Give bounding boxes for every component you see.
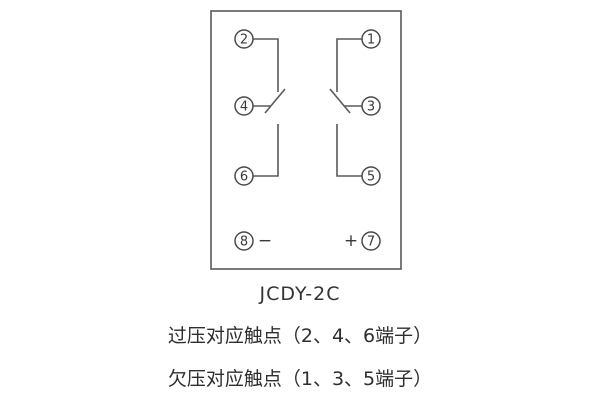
terminal-6-circle [234,166,254,186]
relay-case-outline [210,10,402,270]
wire-terminal-2 [253,38,279,92]
model-label: JCDY-2C [259,283,341,305]
terminal-5-circle [361,166,381,186]
terminal-1-number: 1 [367,33,375,48]
contact-group-left [253,38,286,177]
terminal-4-circle [234,96,254,116]
contact-armature-right [329,88,351,114]
contact-group-right [329,38,362,177]
terminal-5: 5 [361,166,381,186]
terminal-5-number: 5 [367,170,375,185]
terminal-7: 7 [361,231,381,251]
minus-sign: − [258,231,272,251]
relay-diagram: 2 4 6 1 3 5 8 − + [210,10,402,270]
terminal-1-circle [361,29,381,49]
terminal-4-number: 4 [240,100,248,115]
terminal-7-circle [361,231,381,251]
terminal-2-circle [234,29,254,49]
terminal-3-circle [361,96,381,116]
terminal-1: 1 [361,29,381,49]
wire-terminal-6 [253,124,279,177]
plus-sign: + [344,231,358,251]
terminal-4: 4 [234,96,254,116]
undervoltage-contacts-caption: 欠压对应触点（1、3、5端子） [167,368,433,390]
terminal-2-number: 2 [240,33,248,48]
overvoltage-contacts-caption: 过压对应触点（2、4、6端子） [167,325,433,347]
terminal-3: 3 [361,96,381,116]
terminal-6-number: 6 [240,170,248,185]
terminal-8-number: 8 [240,235,248,250]
terminal-2: 2 [234,29,254,49]
terminal-6: 6 [234,166,254,186]
wire-terminal-5 [336,124,362,177]
wire-terminal-1 [336,38,362,92]
terminal-8-circle [234,231,254,251]
contact-armature-left [264,88,286,114]
terminal-7-number: 7 [367,235,375,250]
terminal-3-number: 3 [367,100,375,115]
terminal-8: 8 [234,231,254,251]
